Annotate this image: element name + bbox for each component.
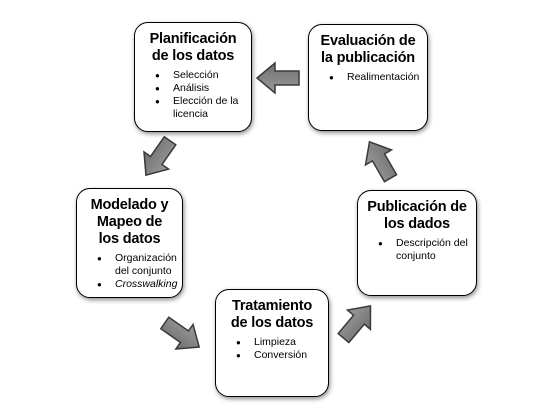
arrow-publication-to-evaluation — [355, 133, 405, 187]
list-item: Conversión — [224, 349, 320, 362]
publication-box: Publicación de los dados Descripción del… — [357, 190, 477, 296]
planning-title: Planificación de los datos — [149, 31, 237, 64]
publication-title: Publicación de los dados — [367, 199, 467, 232]
evaluation-list: Realimentación — [317, 71, 419, 84]
arrow-planning-to-modeling — [132, 131, 184, 185]
list-item: Análisis — [143, 82, 243, 95]
planning-list: Selección Análisis Elección de la licenc… — [143, 69, 243, 121]
modeling-box: Modelado y Mapeo de los datos Organizaci… — [76, 188, 183, 298]
modeling-title: Modelado y Mapeo de los datos — [90, 197, 169, 247]
publication-list: Descripción del conjunto — [366, 237, 468, 263]
list-item: Selección — [143, 69, 243, 82]
evaluation-title: Evaluación de la publicación — [320, 33, 416, 66]
evaluation-box: Evaluación de la publicación Realimentac… — [308, 24, 428, 131]
modeling-list: Organización del conjunto Crosswalking — [85, 252, 178, 291]
list-item: Organización del conjunto — [85, 252, 177, 278]
list-item: Descripción del conjunto — [366, 237, 468, 263]
arrow-processing-to-publication — [331, 295, 383, 349]
list-item: Crosswalking — [85, 278, 178, 291]
processing-list: Limpieza Conversión — [224, 336, 320, 362]
list-item: Limpieza — [224, 336, 320, 349]
list-item: Elección de la licencia — [143, 95, 243, 121]
arrow-evaluation-to-planning — [256, 62, 300, 94]
crosswalking-text: Crosswalking — [115, 278, 178, 290]
arrow-modeling-to-processing — [155, 309, 209, 361]
list-item: Realimentación — [317, 71, 419, 84]
processing-title: Tratamiento de los datos — [230, 298, 314, 331]
planning-box: Planificación de los datos Selección Aná… — [134, 22, 252, 132]
processing-box: Tratamiento de los datos Limpieza Conver… — [215, 289, 329, 397]
